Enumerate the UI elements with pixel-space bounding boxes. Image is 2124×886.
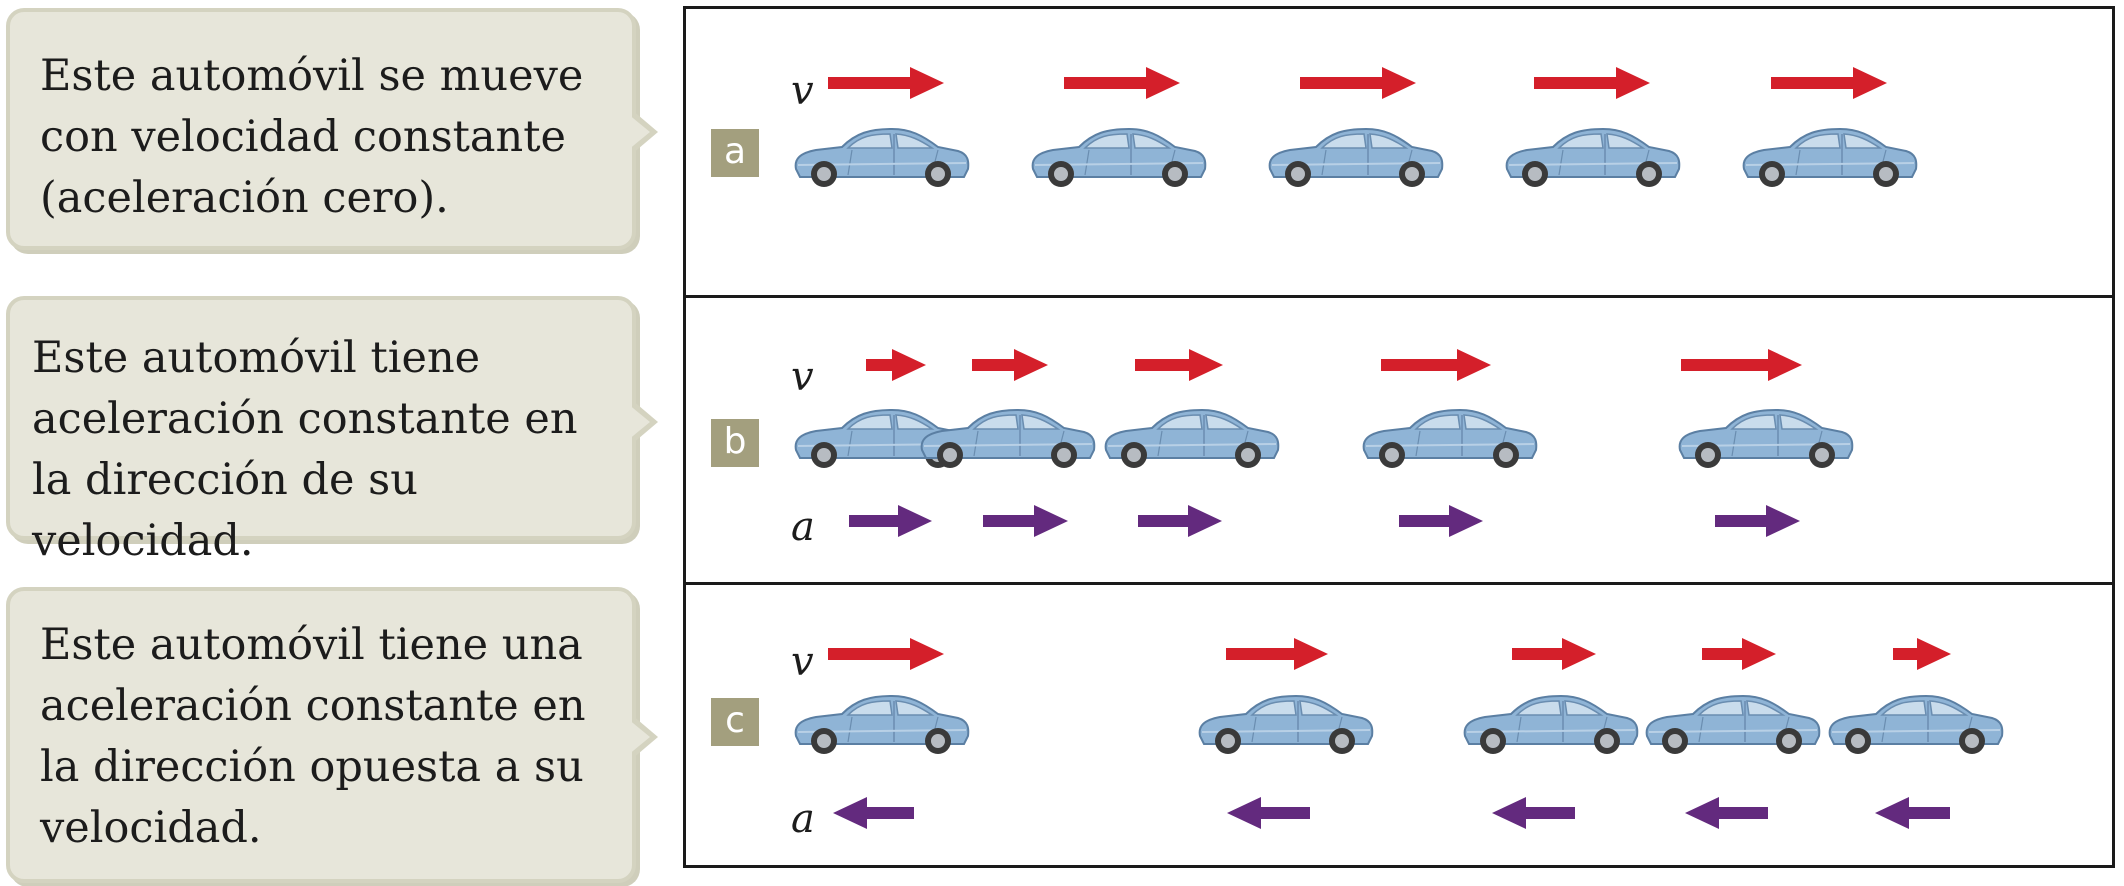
- motion-diagram: a b c v v a v a: [683, 6, 2115, 868]
- panel-divider: [686, 582, 2112, 585]
- acceleration-right-arrow-icon: [983, 505, 1068, 537]
- acceleration-right-arrow-icon: [1715, 505, 1800, 537]
- car-icon: [1196, 692, 1374, 760]
- acceleration-left-arrow-icon: [1492, 797, 1575, 829]
- acceleration-right-arrow-icon: [1138, 505, 1222, 537]
- velocity-right-arrow-icon: [1226, 638, 1328, 670]
- panel-b-acceleration-label: a: [791, 504, 815, 550]
- car-icon: [1643, 692, 1821, 760]
- velocity-right-arrow-icon: [1135, 349, 1223, 381]
- acceleration-left-arrow-icon: [1227, 797, 1310, 829]
- car-icon: [1360, 406, 1538, 474]
- car-icon: [792, 692, 970, 760]
- panel-a-badge: a: [711, 129, 759, 177]
- panel-b-velocity-label: v: [791, 354, 814, 400]
- callout-pointer: [628, 110, 658, 154]
- acceleration-left-arrow-icon: [1685, 797, 1768, 829]
- velocity-right-arrow-icon: [828, 67, 944, 99]
- velocity-right-arrow-icon: [866, 349, 926, 381]
- car-icon: [1826, 692, 2004, 760]
- callout-a-text: Este automóvil se mueve con velocidad co…: [40, 51, 584, 223]
- car-icon: [1029, 125, 1207, 193]
- callout-b: Este automóvil tiene aceleración constan…: [6, 296, 658, 566]
- callout-c: Este automóvil tiene una aceleración con…: [6, 587, 658, 883]
- velocity-right-arrow-icon: [1064, 67, 1180, 99]
- car-icon: [1503, 125, 1681, 193]
- callout-b-text: Este automóvil tiene aceleración constan…: [32, 333, 578, 566]
- velocity-right-arrow-icon: [1771, 67, 1887, 99]
- velocity-right-arrow-icon: [972, 349, 1048, 381]
- car-icon: [1266, 125, 1444, 193]
- car-icon: [1461, 692, 1639, 760]
- panel-c-badge: c: [711, 698, 759, 746]
- velocity-right-arrow-icon: [1893, 638, 1951, 670]
- acceleration-left-arrow-icon: [833, 797, 914, 829]
- velocity-right-arrow-icon: [1512, 638, 1596, 670]
- panel-b-badge: b: [711, 419, 759, 467]
- car-icon: [918, 406, 1096, 474]
- velocity-right-arrow-icon: [828, 638, 944, 670]
- velocity-right-arrow-icon: [1300, 67, 1416, 99]
- acceleration-right-arrow-icon: [849, 505, 932, 537]
- velocity-right-arrow-icon: [1381, 349, 1491, 381]
- velocity-right-arrow-icon: [1681, 349, 1802, 381]
- car-icon: [1740, 125, 1918, 193]
- velocity-right-arrow-icon: [1702, 638, 1776, 670]
- panel-divider: [686, 295, 2112, 298]
- acceleration-right-arrow-icon: [1399, 505, 1483, 537]
- callout-pointer: [628, 715, 658, 759]
- callout-pointer: [628, 400, 658, 444]
- acceleration-left-arrow-icon: [1875, 797, 1950, 829]
- panel-c-velocity-label: v: [791, 639, 814, 685]
- car-icon: [1676, 406, 1854, 474]
- panel-c-acceleration-label: a: [791, 796, 815, 842]
- callout-a: Este automóvil se mueve con velocidad co…: [6, 8, 658, 250]
- car-icon: [1102, 406, 1280, 474]
- callout-c-text: Este automóvil tiene una aceleración con…: [40, 620, 586, 853]
- car-icon: [792, 125, 970, 193]
- panel-a-velocity-label: v: [791, 68, 814, 114]
- velocity-right-arrow-icon: [1534, 67, 1650, 99]
